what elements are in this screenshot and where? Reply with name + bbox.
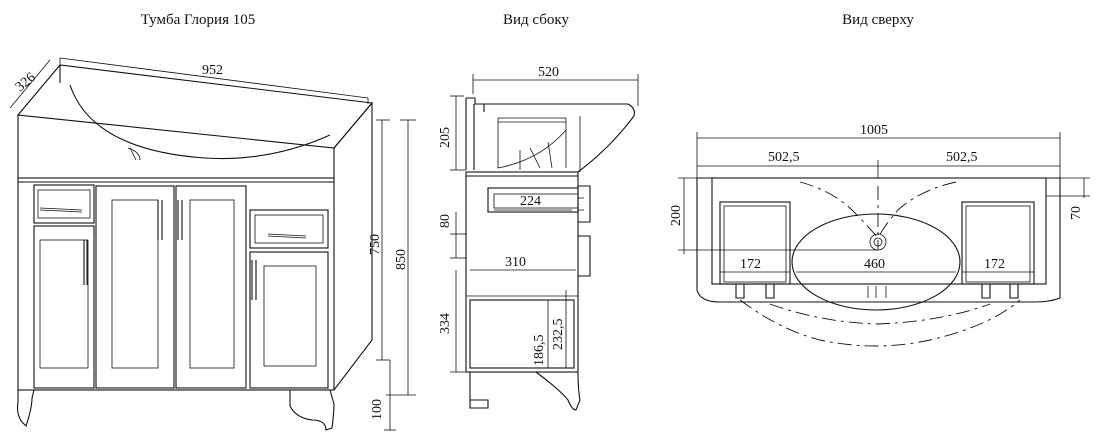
top-left-box-label: 172	[740, 257, 761, 272]
side-view: 520 205 80 224 310 334 186,5 232,5	[438, 65, 639, 411]
side-drawer-height-label: 80	[438, 214, 453, 228]
top-half-left-label: 502,5	[768, 150, 800, 165]
front-body-height-label: 750	[368, 234, 383, 255]
top-right-box-label: 172	[984, 257, 1005, 272]
top-view: 1005 502,5 502,5 200 70 172 460 172	[669, 123, 1090, 347]
front-view: 952 326 750 850 100	[9, 57, 416, 431]
front-leg-height-label: 100	[370, 399, 385, 420]
front-view-title: Тумба Глория 105	[140, 12, 256, 28]
front-depth-label: 326	[13, 70, 39, 95]
top-depth-label: 200	[669, 205, 684, 226]
top-center-label: 460	[864, 257, 885, 272]
side-shelf-height-label: 186,5	[532, 335, 547, 367]
front-total-height-label: 850	[394, 249, 409, 270]
top-view-title: Вид сверху	[842, 12, 914, 28]
top-offset-label: 70	[1069, 206, 1084, 220]
side-shelf-height-2-label: 232,5	[551, 319, 566, 351]
front-width-label: 952	[202, 63, 223, 78]
side-depth-label: 520	[538, 65, 559, 80]
side-inner-depth-label: 310	[505, 255, 526, 270]
side-view-title: Вид сбоку	[503, 12, 569, 28]
top-total-width-label: 1005	[860, 123, 888, 138]
side-lower-height-label: 334	[438, 313, 453, 334]
side-top-height-label: 205	[438, 127, 453, 148]
top-half-right-label: 502,5	[946, 150, 978, 165]
side-drawer-depth-label: 224	[520, 194, 541, 209]
